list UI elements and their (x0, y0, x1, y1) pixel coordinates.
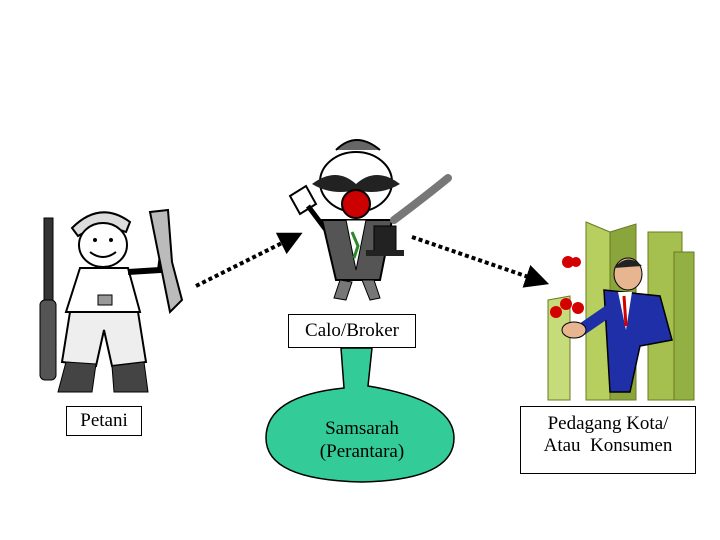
samsarah-line1: Samsarah (270, 418, 454, 441)
konsumen-line1: Pedagang Kota/ (521, 413, 695, 435)
samsarah-label: Samsarah (Perantara) (270, 418, 454, 464)
broker-label: Calo/Broker (288, 314, 416, 348)
arrow-petani-to-broker (196, 237, 294, 286)
businessman-juggler-clipart (548, 222, 694, 400)
konsumen-label: Pedagang Kota/ Atau Konsumen (520, 406, 696, 474)
petani-label: Petani (66, 406, 142, 436)
broker-clipart (290, 140, 448, 300)
arrow-broker-to-konsumen (412, 237, 540, 281)
farmer-clipart (40, 210, 182, 392)
samsarah-line2: (Perantara) (270, 441, 454, 464)
konsumen-line2: Atau Konsumen (521, 435, 695, 457)
